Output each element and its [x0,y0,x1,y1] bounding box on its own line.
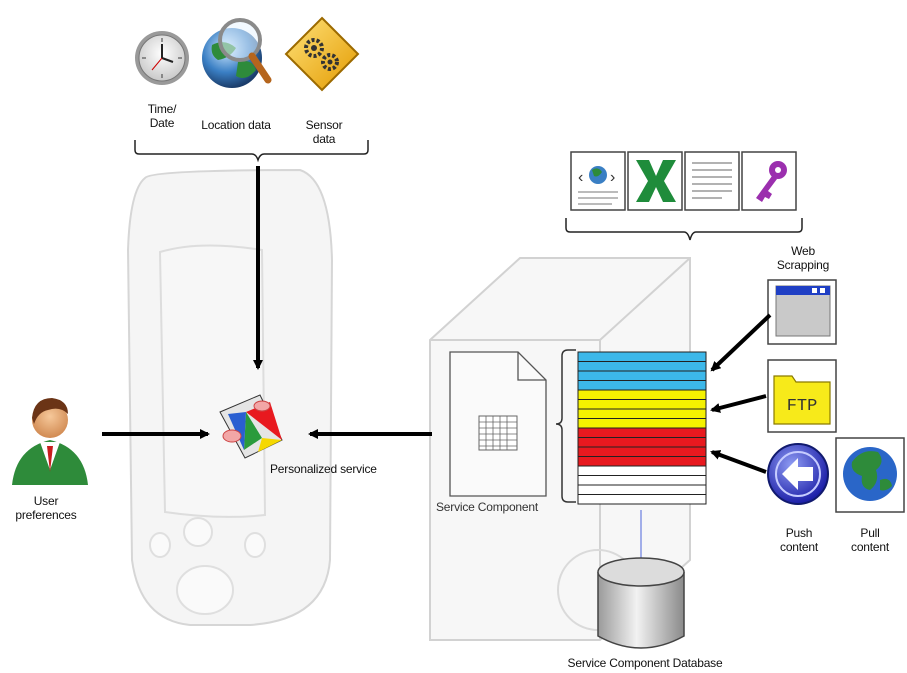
stack-row [577,494,707,505]
ftp-folder-icon: FTP [767,359,837,433]
push-content-arrow [710,450,767,474]
user-preferences-label: User preferences [15,494,77,522]
stack-row [577,475,707,486]
service-widget-icon [219,394,283,459]
stack-row [577,408,707,419]
push-content-label: Push content [780,526,818,554]
database-icon [597,557,685,649]
stack-row [577,361,707,372]
stack-row [577,351,707,362]
stack-row [577,446,707,457]
svg-text:›: › [610,169,615,186]
browser-window-icon [767,279,837,345]
excel-icon [627,151,683,211]
stack-brace [555,349,576,503]
stack-row [577,380,707,391]
content-stack [577,351,707,505]
stack-row [577,437,707,448]
stack-row [577,427,707,438]
ftp-arrow [710,394,767,413]
sensor-data-label: Sensor data [305,118,343,146]
stack-row [577,418,707,429]
key-icon [741,151,797,211]
service-component-document [449,351,547,497]
svg-text:‹: ‹ [578,169,583,186]
gear-sign-icon [284,16,360,92]
stack-row [577,389,707,400]
location-data-label: Location data [201,118,271,132]
stack-row [577,465,707,476]
push-arrow-icon [767,438,829,512]
globe-icon [835,437,905,513]
file-types-brace [565,218,803,241]
stack-row [577,456,707,467]
personalized-service-label: Personalized service [270,462,377,476]
stack-row [577,370,707,381]
web-page-icon: ‹ › [570,151,626,211]
pull-content-label: Pull content [851,526,889,554]
file-types-row: ‹ › [570,151,797,211]
user-avatar-icon [12,398,88,485]
web-scrapping-arrow [710,313,772,372]
web-scrapping-label: Web Scrapping [776,244,830,272]
clock-icon [135,31,189,85]
context-brace [134,140,369,163]
mobile-device [126,168,334,626]
stack-row [577,399,707,410]
globe-magnifier-icon [202,18,272,88]
service-component-label: Service Component [436,500,538,514]
stack-row [577,484,707,495]
text-document-icon [684,151,740,211]
svg-text:FTP: FTP [787,397,818,416]
time-date-label: Time/ Date [147,102,177,130]
service-component-database-label: Service Component Database [567,656,723,670]
